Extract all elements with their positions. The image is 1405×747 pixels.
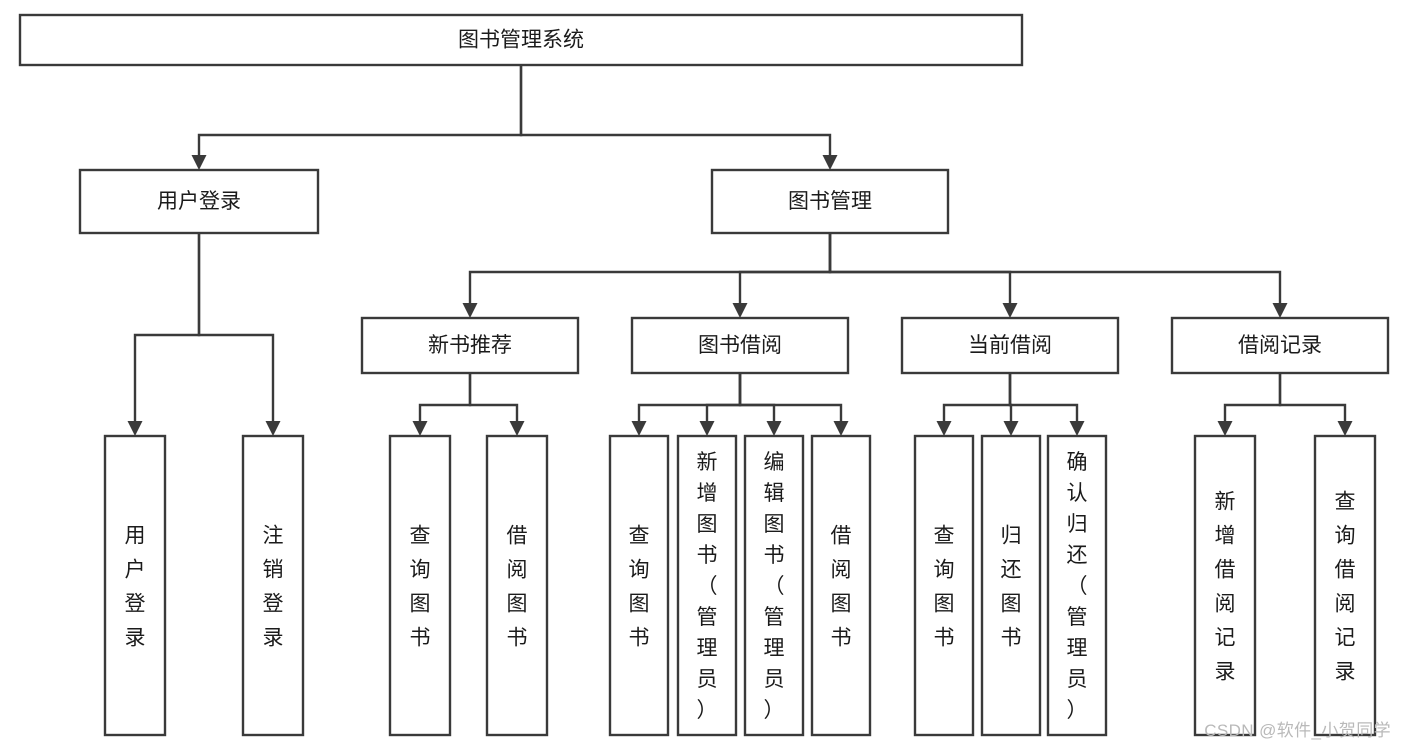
connector-book-borrow-to-leaf-borrow-book-2	[738, 373, 849, 436]
connector-new-book-rec-to-leaf-borrow-book-1	[468, 373, 525, 436]
node-label: 确认归还（管理员）	[1067, 451, 1088, 722]
connector-user-login-to-leaf-logout	[197, 233, 281, 436]
connector-current-borrow-to-leaf-query-book-3	[936, 373, 1012, 436]
connector-book-manage-to-current-borrow	[828, 233, 1018, 318]
node-label: 新增图书（管理员）	[697, 451, 718, 722]
connector-book-manage-to-borrow-record	[828, 233, 1288, 318]
node-label: 查询图书	[629, 524, 650, 649]
connector-borrow-record-to-leaf-query-record	[1278, 373, 1353, 436]
node-label: 借阅记录	[1238, 334, 1322, 357]
node-leaf-query-book-3[interactable]: 查询图书	[913, 434, 975, 737]
node-leaf-borrow-book-2[interactable]: 借阅图书	[810, 434, 872, 737]
connector-new-book-rec-to-leaf-query-book-1	[412, 373, 472, 436]
node-label: 查询借阅记录	[1335, 490, 1356, 683]
connector-borrow-record-to-leaf-add-record	[1217, 373, 1282, 436]
node-leaf-query-book-1[interactable]: 查询图书	[388, 434, 452, 737]
connector-root-to-book-manage	[519, 65, 838, 170]
node-label: 用户登录	[157, 190, 241, 213]
connector-book-manage-to-new-book-rec	[462, 233, 832, 318]
node-book-borrow[interactable]: 图书借阅	[630, 316, 850, 375]
node-label: 用户登录	[125, 524, 146, 649]
node-leaf-borrow-book-1[interactable]: 借阅图书	[485, 434, 549, 737]
node-label: 图书管理	[788, 190, 872, 213]
connector-current-borrow-to-leaf-confirm-return	[1008, 373, 1085, 436]
node-label: 新增借阅记录	[1215, 490, 1236, 683]
node-label: 当前借阅	[968, 334, 1052, 357]
node-leaf-logout[interactable]: 注销登录	[241, 434, 305, 737]
connector-root-to-user-login	[191, 65, 523, 170]
node-leaf-edit-book[interactable]: 编辑图书（管理员）	[743, 434, 805, 737]
node-label: 新书推荐	[428, 334, 512, 357]
node-layer: 图书管理系统用户登录图书管理新书推荐图书借阅当前借阅借阅记录用户登录注销登录查询…	[18, 13, 1390, 737]
csdn-watermark: CSDN @软件_小贺同学	[1204, 721, 1391, 740]
connector-layer	[127, 65, 1353, 436]
node-label: 图书管理系统	[458, 29, 584, 52]
node-leaf-query-book-2[interactable]: 查询图书	[608, 434, 670, 737]
node-leaf-add-book[interactable]: 新增图书（管理员）	[676, 434, 738, 737]
node-root[interactable]: 图书管理系统	[18, 13, 1024, 67]
node-label: 编辑图书（管理员）	[764, 451, 785, 722]
node-leaf-user-login[interactable]: 用户登录	[103, 434, 167, 737]
node-current-borrow[interactable]: 当前借阅	[900, 316, 1120, 375]
node-leaf-add-record[interactable]: 新增借阅记录	[1193, 434, 1257, 737]
node-label: 借阅图书	[831, 524, 852, 649]
node-label: 查询图书	[934, 524, 955, 649]
node-leaf-return-book[interactable]: 归还图书	[980, 434, 1042, 737]
node-leaf-confirm-return[interactable]: 确认归还（管理员）	[1046, 434, 1108, 737]
node-borrow-record[interactable]: 借阅记录	[1170, 316, 1390, 375]
node-book-manage[interactable]: 图书管理	[710, 168, 950, 235]
connector-user-login-to-leaf-user-login	[127, 233, 201, 436]
connector-book-manage-to-book-borrow	[732, 233, 832, 318]
node-new-book-rec[interactable]: 新书推荐	[360, 316, 580, 375]
node-leaf-query-record[interactable]: 查询借阅记录	[1313, 434, 1377, 737]
node-user-login[interactable]: 用户登录	[78, 168, 320, 235]
node-label: 图书借阅	[698, 334, 782, 357]
node-label: 借阅图书	[507, 524, 528, 649]
node-label: 注销登录	[263, 524, 284, 649]
node-label: 查询图书	[410, 524, 431, 649]
node-label: 归还图书	[1001, 524, 1022, 649]
